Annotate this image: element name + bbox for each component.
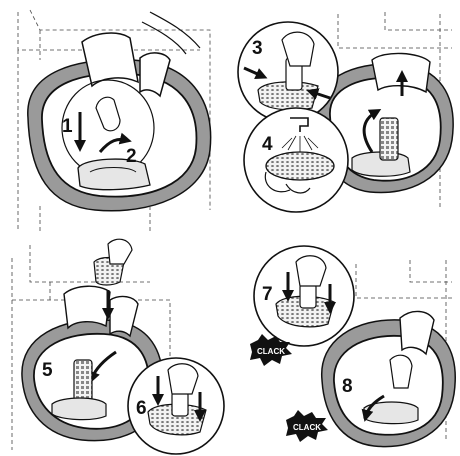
step-number-6: 6: [136, 398, 147, 419]
step-number-5: 5: [42, 360, 53, 381]
step-number-7: 7: [262, 284, 273, 305]
panel-step-5-6: 5 6: [12, 239, 224, 454]
step-number-8: 8: [342, 376, 353, 397]
clack-sound-2: CLACK: [293, 423, 321, 432]
panel-step-3-4: 3 4: [238, 12, 453, 212]
step-number-3: 3: [252, 38, 263, 59]
step-number-1: 1: [62, 116, 73, 137]
panel-step-1-2: 1 2: [18, 10, 211, 232]
step-number-4: 4: [262, 134, 273, 155]
panel-step-7-8: 8 7 CLACK CLACK: [250, 246, 455, 447]
clack-sound-1: CLACK: [257, 347, 285, 356]
step-number-2: 2: [126, 146, 137, 167]
